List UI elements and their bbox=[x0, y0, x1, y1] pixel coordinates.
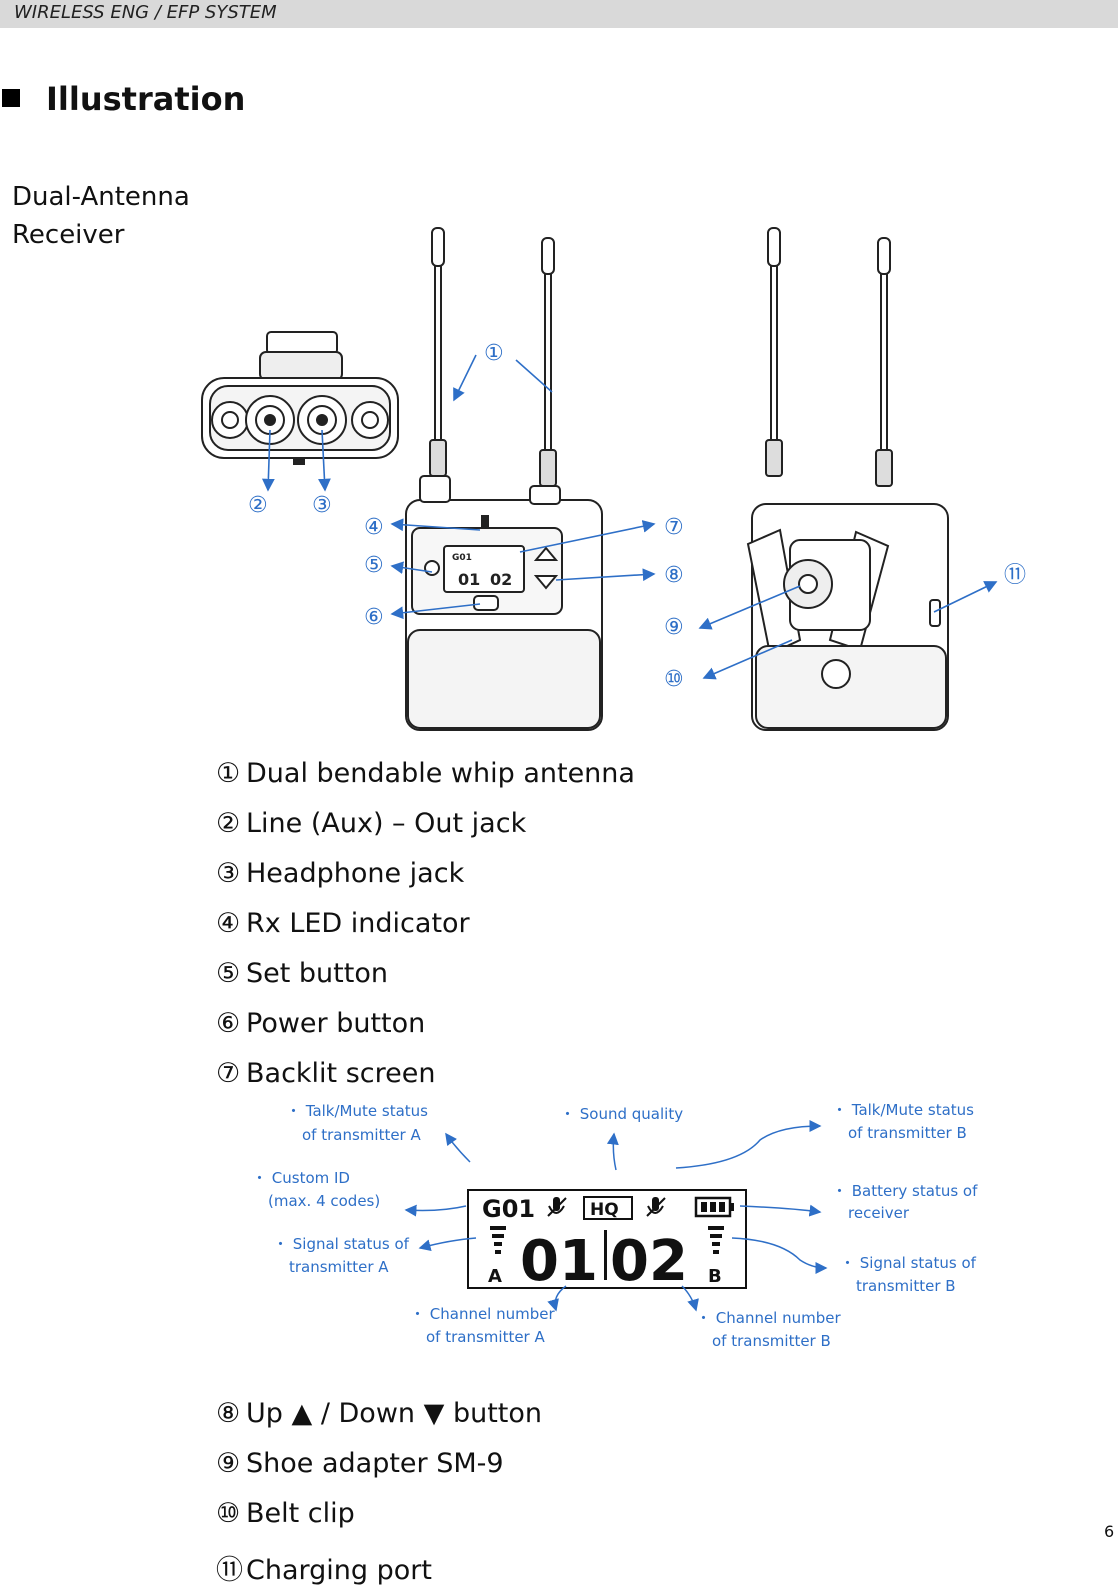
label-talk-mute-b-line2: of transmitter B bbox=[848, 1124, 967, 1142]
label-sound-quality: ・ Sound quality bbox=[560, 1105, 683, 1123]
list-item-label: Headphone jack bbox=[246, 858, 465, 889]
list-item-label: Set button bbox=[246, 958, 388, 989]
list-item-label: Rx LED indicator bbox=[246, 908, 470, 939]
receiver-illustration: G01 01 02 ① ② bbox=[201, 227, 1026, 731]
list-item-number: ② bbox=[216, 808, 241, 839]
section-bullet bbox=[2, 89, 20, 107]
mic-icon bbox=[646, 1197, 666, 1217]
receiver-top-view bbox=[201, 331, 399, 465]
signal-bars-b-icon bbox=[708, 1226, 724, 1254]
list-item-label: Charging port bbox=[246, 1555, 432, 1586]
page-number: 6 bbox=[1104, 1522, 1115, 1541]
callout-4: ④ bbox=[364, 515, 384, 540]
list-item-number: ⑩ bbox=[216, 1498, 241, 1529]
label-battery-line2: receiver bbox=[848, 1204, 910, 1222]
list-item-label: Backlit screen bbox=[246, 1058, 436, 1089]
front-antennas bbox=[429, 227, 557, 487]
label-channel-a-line2: of transmitter A bbox=[426, 1328, 545, 1346]
section-title: Illustration bbox=[46, 80, 246, 118]
label-talk-mute-a-line2: of transmitter A bbox=[302, 1126, 421, 1144]
receiver-front-view bbox=[405, 475, 603, 731]
list-item-number: ④ bbox=[216, 908, 241, 939]
label-custom-id: ・ Custom ID bbox=[252, 1169, 350, 1187]
list-item-number: ⑪ bbox=[216, 1555, 243, 1586]
list-item-number: ① bbox=[216, 758, 241, 789]
lcd-channel-a: 01 bbox=[520, 1229, 598, 1294]
lcd-side-a: A bbox=[488, 1266, 502, 1287]
hq-badge: HQ bbox=[590, 1200, 619, 1220]
label-talk-mute-b: ・ Talk/Mute status bbox=[832, 1101, 974, 1119]
lcd-side-b: B bbox=[708, 1266, 722, 1287]
label-channel-b-line2: of transmitter B bbox=[712, 1332, 831, 1350]
list-item-number: ⑦ bbox=[216, 1058, 241, 1089]
front-screen-channel-b: 02 bbox=[490, 570, 512, 589]
signal-bars-a-icon bbox=[490, 1226, 506, 1254]
callout-5: ⑤ bbox=[364, 553, 384, 578]
battery-icon bbox=[694, 1196, 734, 1218]
list-item-number: ③ bbox=[216, 858, 241, 889]
back-antennas bbox=[765, 227, 893, 487]
list-item-label: Dual bendable whip antenna bbox=[246, 758, 635, 789]
label-channel-b: ・ Channel number bbox=[696, 1309, 841, 1327]
list-item-number: ⑥ bbox=[216, 1008, 241, 1039]
lcd-group-id: G01 bbox=[482, 1195, 535, 1223]
callout-8: ⑧ bbox=[664, 563, 684, 588]
label-signal-b: ・ Signal status of bbox=[840, 1254, 977, 1272]
label-channel-a: ・ Channel number bbox=[410, 1305, 555, 1323]
lcd-screen: G01 HQ A 01 02 B bbox=[467, 1189, 747, 1294]
label-custom-id-line2: (max. 4 codes) bbox=[268, 1192, 380, 1210]
header-title: WIRELESS ENG / EFP SYSTEM bbox=[14, 2, 277, 23]
list-item-label: Power button bbox=[246, 1008, 426, 1039]
label-signal-a-line2: transmitter A bbox=[289, 1258, 389, 1276]
receiver-back-view bbox=[746, 503, 949, 731]
label-talk-mute-a: ・ Talk/Mute status bbox=[286, 1102, 428, 1120]
label-signal-b-line2: transmitter B bbox=[856, 1277, 956, 1295]
callout-9: ⑨ bbox=[664, 615, 684, 640]
list-item-number: ⑧ bbox=[216, 1398, 241, 1429]
header-bar bbox=[0, 0, 1118, 28]
list-item-label: Belt clip bbox=[246, 1498, 355, 1529]
callout-arrows bbox=[261, 354, 998, 680]
device-name: Dual-Antenna Receiver bbox=[12, 178, 232, 254]
device-name-line2: Receiver bbox=[12, 220, 125, 250]
mic-icon bbox=[547, 1197, 567, 1217]
callout-10: ⑩ bbox=[664, 667, 684, 692]
front-screen-group: G01 bbox=[452, 553, 472, 563]
callout-2: ② bbox=[248, 493, 268, 518]
list-item-number: ⑤ bbox=[216, 958, 241, 989]
callout-7: ⑦ bbox=[664, 515, 684, 540]
screen-diagram: G01 HQ A 01 02 B bbox=[252, 1101, 978, 1350]
callout-11: ⑪ bbox=[1004, 563, 1026, 588]
screen-callout-arrows bbox=[404, 1120, 828, 1312]
label-signal-a: ・ Signal status of bbox=[273, 1235, 410, 1253]
list-item-number: ⑨ bbox=[216, 1448, 241, 1479]
callout-1: ① bbox=[484, 341, 504, 366]
device-name-line1: Dual-Antenna bbox=[12, 182, 190, 212]
label-battery: ・ Battery status of bbox=[832, 1182, 978, 1200]
list-item-label: Up ▲ / Down ▼ button bbox=[246, 1398, 542, 1429]
lcd-channel-b: 02 bbox=[610, 1229, 688, 1294]
list-item-label: Line (Aux) – Out jack bbox=[246, 808, 527, 839]
list-item-label: Shoe adapter SM-9 bbox=[246, 1448, 504, 1479]
callout-3: ③ bbox=[312, 493, 332, 518]
front-screen-channel-a: 01 bbox=[458, 570, 480, 589]
callout-6: ⑥ bbox=[364, 605, 384, 630]
